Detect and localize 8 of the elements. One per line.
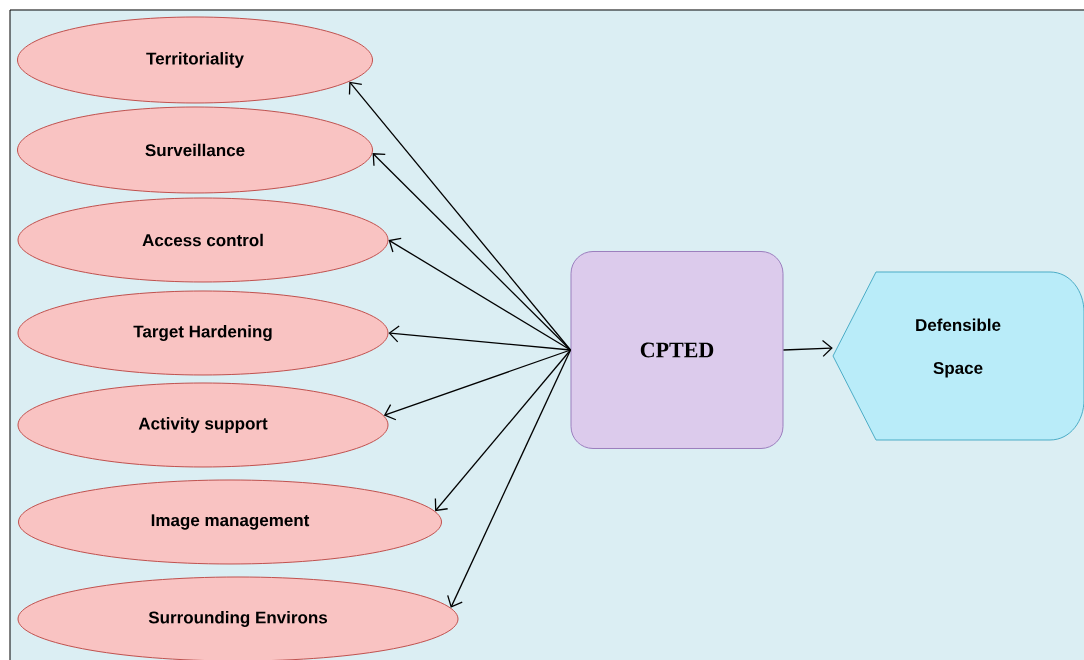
arrow [447,349,572,608]
arrow [388,237,572,351]
arrow [782,339,833,358]
arrow [372,153,572,351]
arrow [388,325,572,351]
concept-box: CPTED [570,251,784,449]
arrow [383,349,572,421]
arrow [434,349,572,512]
